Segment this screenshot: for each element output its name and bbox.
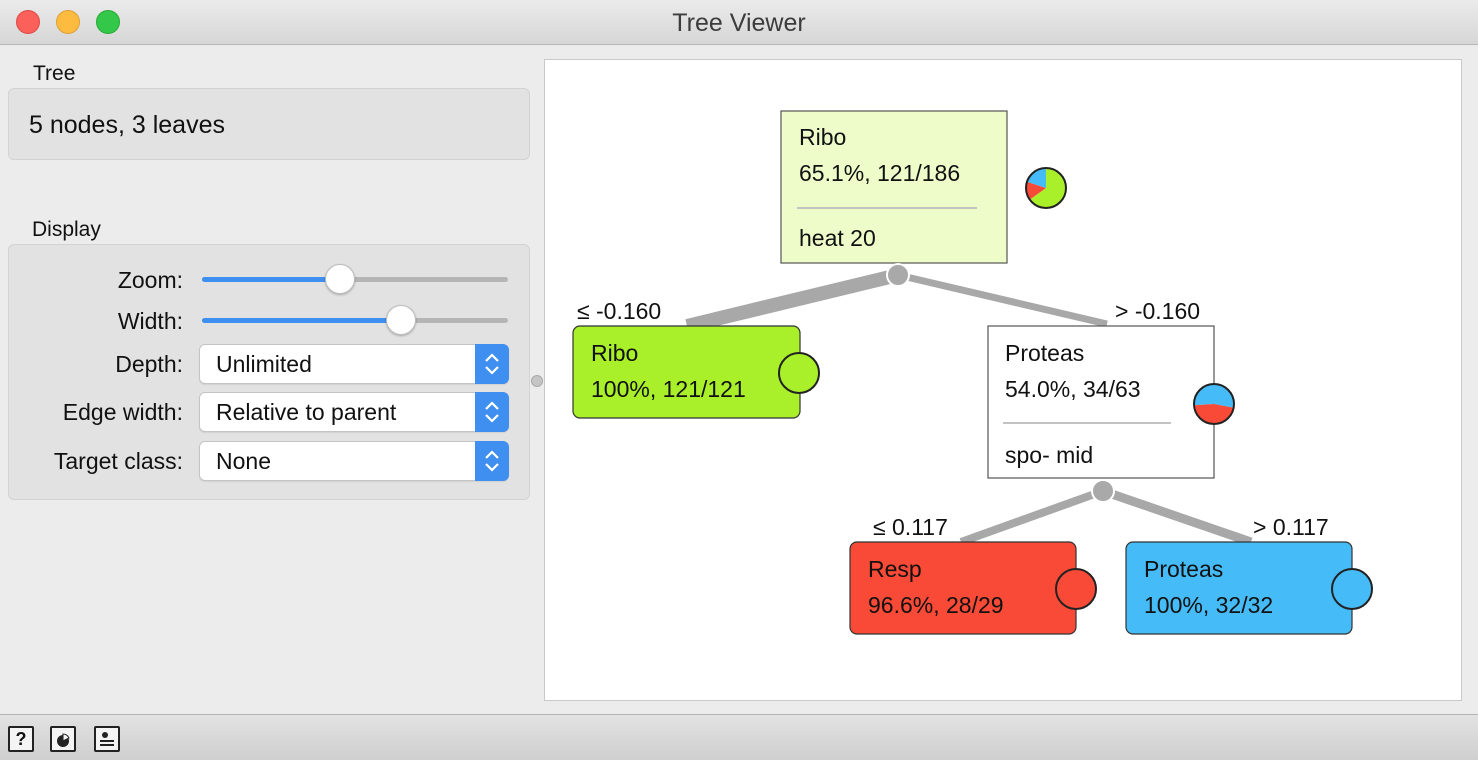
help-icon: ? — [15, 729, 27, 749]
node-stats: 65.1%, 121/186 — [799, 160, 960, 186]
status-bar: ? — [0, 714, 1478, 760]
splitter-handle[interactable] — [531, 375, 543, 387]
report-button[interactable] — [50, 726, 76, 752]
node-class-label: Resp — [868, 556, 922, 582]
tree-canvas[interactable]: ≤ -0.160 > -0.160 ≤ 0.117 > 0.117 Ribo 6… — [544, 59, 1462, 701]
edge-label-resp: ≤ 0.117 — [873, 514, 948, 540]
edge-label-prot: > 0.117 — [1253, 514, 1329, 540]
tree-section-label: Tree — [33, 62, 76, 85]
edge-width-label: Edge width: — [62, 399, 183, 425]
edge-width-value: Relative to parent — [216, 399, 397, 425]
edge-label-left: ≤ -0.160 — [577, 298, 661, 324]
edge-mid-resp — [959, 487, 1105, 546]
up-down-chevron-icon — [475, 392, 509, 432]
node-distribution-pie — [778, 352, 820, 394]
edge-mid-prot — [1101, 486, 1253, 547]
report-icon — [57, 733, 70, 747]
width-label: Width: — [117, 308, 183, 334]
pie-slice — [1055, 568, 1097, 610]
pie-slice — [1194, 404, 1234, 424]
zoom-slider-fill — [202, 277, 340, 282]
node-split-attribute: heat 20 — [799, 225, 876, 251]
node-class-label: Ribo — [799, 124, 846, 150]
edge-root-left — [685, 268, 900, 333]
node-class-label: Proteas — [1144, 556, 1223, 582]
pie-outline — [1025, 167, 1067, 209]
minimize-window-button[interactable] — [56, 10, 80, 34]
zoom-slider[interactable] — [202, 264, 508, 294]
depth-combo[interactable]: Unlimited — [199, 344, 509, 384]
title-bar: Tree Viewer — [0, 0, 1478, 45]
tree-graph: ≤ -0.160 > -0.160 ≤ 0.117 > 0.117 Ribo 6… — [572, 110, 1373, 635]
collapse-handle-root[interactable] — [886, 263, 910, 287]
node-distribution-pie — [1193, 383, 1235, 425]
pie-slice — [1029, 168, 1066, 208]
node-class-label: Proteas — [1005, 340, 1084, 366]
edge-label-mid: > -0.160 — [1115, 298, 1200, 324]
save-image-button[interactable] — [94, 726, 120, 752]
target-class-label: Target class: — [53, 448, 183, 474]
tree-node-root[interactable]: Ribo 65.1%, 121/186 heat 20 — [780, 110, 1067, 264]
tree-node-mid[interactable]: Proteas 54.0%, 34/63 spo- mid — [987, 325, 1235, 479]
pie-slice — [1331, 568, 1373, 610]
target-class-value: None — [216, 448, 271, 474]
width-slider-handle[interactable] — [385, 305, 416, 335]
target-class-combo[interactable]: None — [199, 441, 509, 481]
pie-slice — [1026, 181, 1046, 200]
pie-slice — [778, 352, 820, 394]
node-class-label: Ribo — [591, 340, 638, 366]
node-distribution-pie — [1025, 167, 1067, 209]
save-image-icon — [100, 732, 114, 746]
tree-summary: 5 nodes, 3 leaves — [29, 111, 225, 139]
close-window-button[interactable] — [16, 10, 40, 34]
pie-outline — [1193, 383, 1235, 425]
help-button[interactable]: ? — [8, 726, 34, 752]
node-stats: 100%, 121/121 — [591, 376, 746, 402]
node-stats: 100%, 32/32 — [1144, 592, 1273, 618]
width-slider-fill — [202, 318, 401, 323]
zoom-slider-handle[interactable] — [324, 264, 355, 294]
edges — [685, 268, 1253, 547]
window-title: Tree Viewer — [672, 9, 806, 37]
node-split-attribute: spo- mid — [1005, 442, 1093, 468]
depth-label: Depth: — [115, 351, 183, 377]
edge-root-mid — [897, 271, 1108, 328]
up-down-chevron-icon — [475, 344, 509, 384]
tree-node-resp[interactable]: Resp 96.6%, 28/29 — [849, 541, 1097, 635]
maximize-window-button[interactable] — [96, 10, 120, 34]
tree-node-prot[interactable]: Proteas 100%, 32/32 — [1125, 541, 1373, 635]
pie-slice — [1027, 168, 1046, 188]
tree-info-box: 5 nodes, 3 leaves — [8, 88, 530, 160]
display-section-label: Display — [32, 218, 101, 241]
node-distribution-pie — [1055, 568, 1097, 610]
width-slider[interactable] — [202, 305, 508, 335]
node-stats: 96.6%, 28/29 — [868, 592, 1004, 618]
edge-width-combo[interactable]: Relative to parent — [199, 392, 509, 432]
pie-slice — [1194, 383, 1234, 408]
node-stats: 54.0%, 34/63 — [1005, 376, 1141, 402]
collapse-handle-mid[interactable] — [1091, 479, 1115, 503]
tree-node-left[interactable]: Ribo 100%, 121/121 — [572, 325, 820, 419]
up-down-chevron-icon — [475, 441, 509, 481]
depth-value: Unlimited — [216, 351, 312, 377]
zoom-label: Zoom: — [117, 267, 183, 293]
node-distribution-pie — [1331, 568, 1373, 610]
